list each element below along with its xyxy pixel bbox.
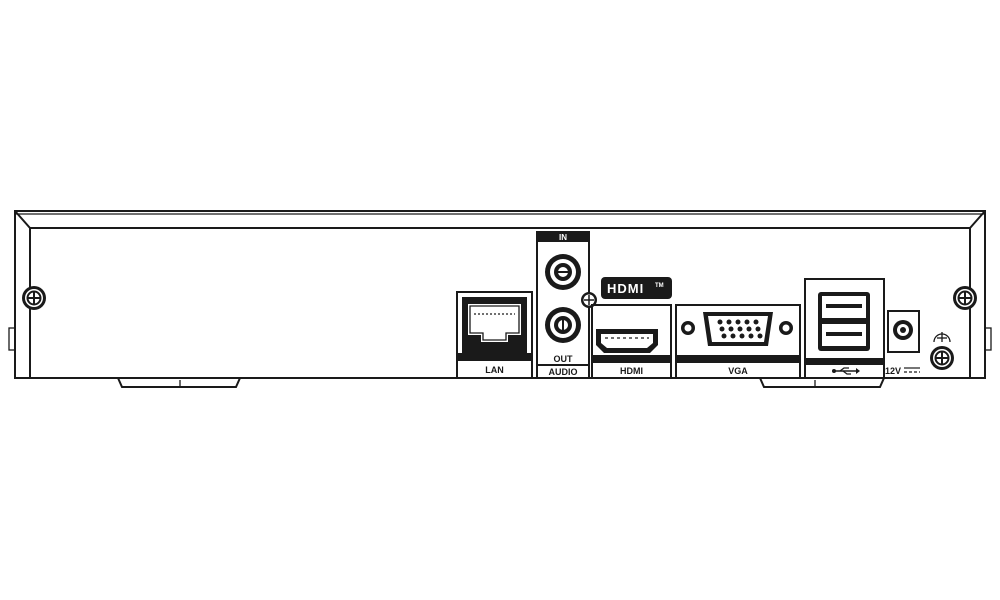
vga-pin xyxy=(748,333,754,339)
dc-symbol-icon xyxy=(904,367,920,373)
lan-label: LAN xyxy=(485,365,504,375)
lan-port-group: LAN xyxy=(456,291,533,379)
vga-pin xyxy=(746,326,752,332)
audio-port-group: IN OUT AUDIO xyxy=(536,231,590,379)
vga-pin xyxy=(753,319,759,325)
audio-in-jack-icon[interactable] xyxy=(545,254,581,290)
vga-pin xyxy=(726,319,732,325)
svg-text:TM: TM xyxy=(655,283,664,289)
vga-pin xyxy=(717,319,723,325)
hdmi-port-icon[interactable] xyxy=(596,329,658,353)
screw-right xyxy=(953,286,977,310)
audio-out-label: OUT xyxy=(554,354,574,364)
audio-label: AUDIO xyxy=(549,367,578,377)
hdmi-label: HDMI xyxy=(620,366,643,376)
vga-port-icon[interactable] xyxy=(681,312,793,346)
dc-jack-icon[interactable] xyxy=(893,320,913,340)
usb-port-icon[interactable] xyxy=(818,292,870,351)
vga-pin xyxy=(719,326,725,332)
vga-pin xyxy=(728,326,734,332)
hdmi-port-group: HDMI xyxy=(591,304,672,379)
foot-right xyxy=(759,377,885,388)
vga-pin xyxy=(739,333,745,339)
foot-left xyxy=(117,377,241,388)
vga-pin xyxy=(735,319,741,325)
power-label: 12V xyxy=(885,366,901,376)
vga-pin xyxy=(755,326,761,332)
usb-symbol-icon xyxy=(832,367,860,375)
vga-label: VGA xyxy=(728,366,748,376)
usb-port-group xyxy=(804,278,885,379)
screw-left xyxy=(22,286,46,310)
ground-symbol-icon xyxy=(933,332,951,343)
hdmi-logo: HDMI TM xyxy=(601,277,672,299)
ground-screw xyxy=(930,346,954,370)
vga-pin xyxy=(721,333,727,339)
vga-port-group: VGA xyxy=(675,304,801,379)
vga-pin xyxy=(730,333,736,339)
audio-in-label: IN xyxy=(559,233,567,242)
vga-pin xyxy=(757,333,763,339)
rj45-port-icon[interactable] xyxy=(462,297,527,353)
vga-pin xyxy=(744,319,750,325)
svg-text:HDMI: HDMI xyxy=(607,281,644,296)
power-port-group: 12V xyxy=(885,310,920,376)
audio-out-jack-icon[interactable] xyxy=(545,307,581,343)
vga-pin xyxy=(737,326,743,332)
